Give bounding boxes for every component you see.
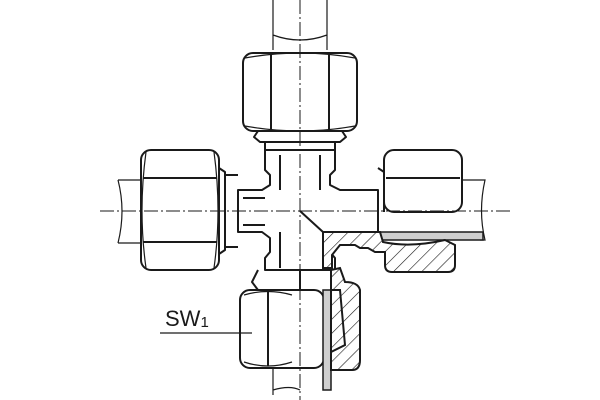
left-nut xyxy=(117,149,238,271)
right-nut-section xyxy=(299,149,486,273)
top-nut xyxy=(242,0,358,150)
sw1-label: SW1 xyxy=(165,306,209,331)
bottom-nut-section xyxy=(239,266,361,395)
fitting-body xyxy=(237,149,379,271)
tube-wall-right xyxy=(379,231,484,241)
tube-wall-bottom xyxy=(322,289,332,391)
